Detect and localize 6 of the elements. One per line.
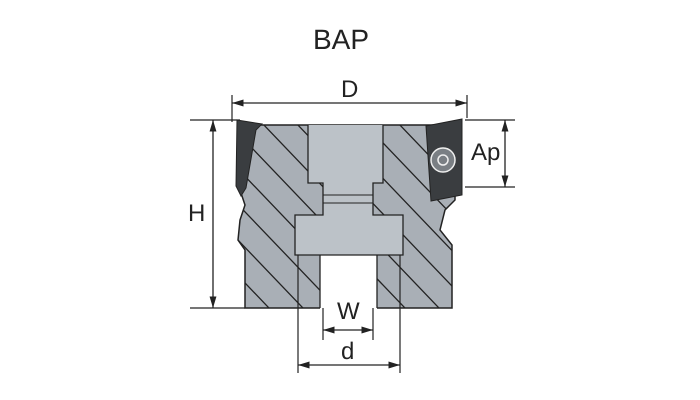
dimension-label: W bbox=[337, 300, 360, 324]
dimension-label: D bbox=[341, 78, 358, 102]
diagram-title: BAP bbox=[313, 26, 370, 54]
dimension-label: H bbox=[188, 202, 206, 226]
dimension-label: d bbox=[341, 340, 354, 364]
dimension-label: Ap bbox=[471, 141, 500, 165]
